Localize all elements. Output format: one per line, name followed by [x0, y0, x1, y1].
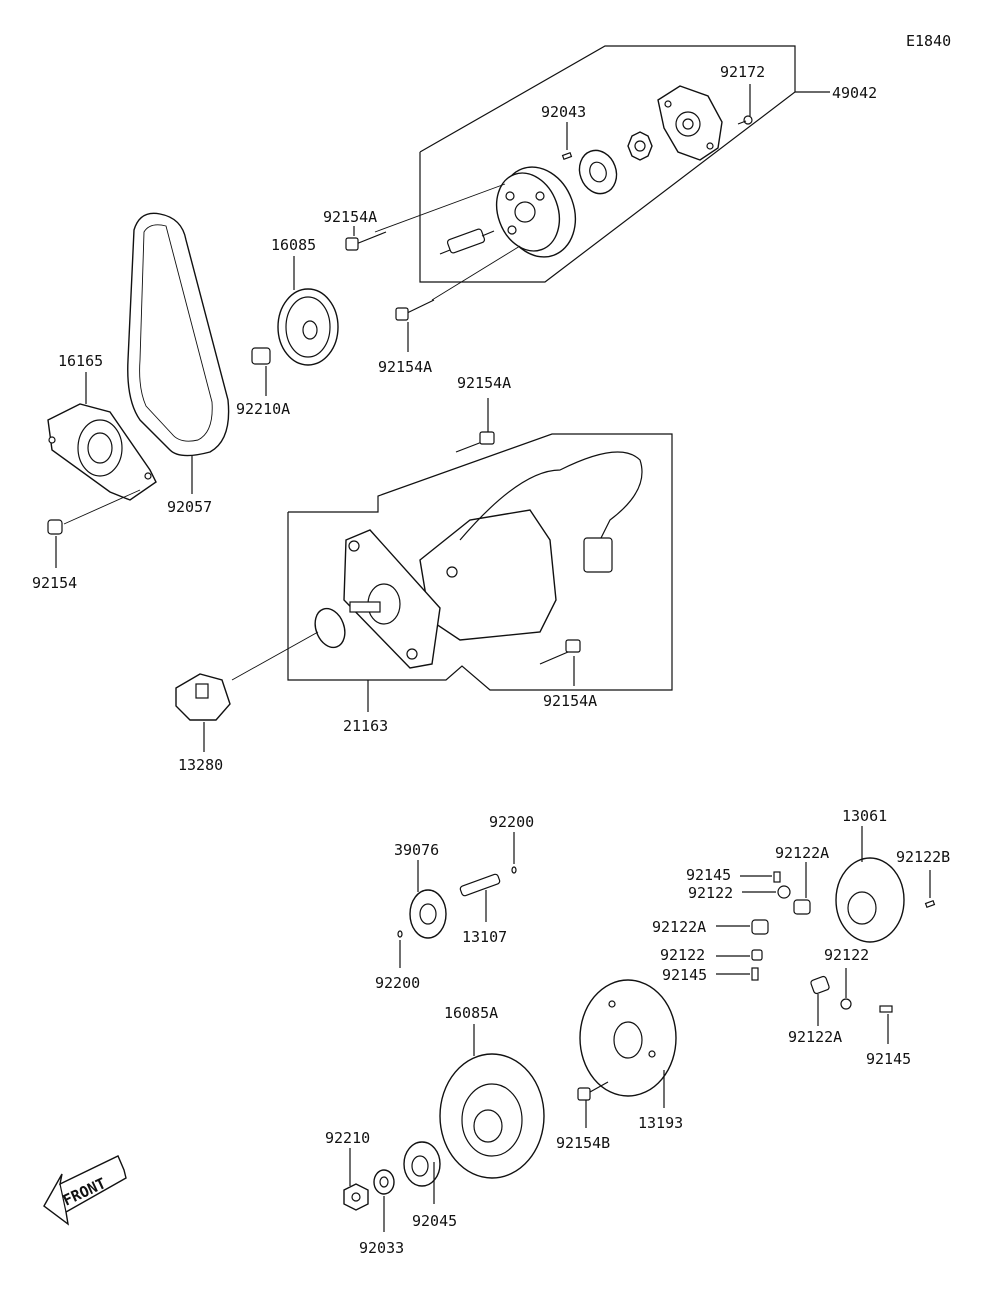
cover-plate — [657, 85, 723, 161]
label-13107: 13107 — [462, 928, 507, 946]
cap-92122-right: 92122 — [824, 946, 869, 1010]
label-13193: 13193 — [638, 1114, 683, 1132]
spring-92145-lower: 92145 — [866, 1005, 911, 1068]
label-92122-3: 92122 — [824, 946, 869, 964]
shaft-13107: 13107 — [459, 873, 507, 946]
roller-cage — [578, 149, 618, 195]
chain-92057: 92057 — [127, 212, 230, 516]
label-13061: 13061 — [842, 807, 887, 825]
label-92122-2: 92122 — [660, 946, 705, 964]
guide-plate-16165: 16165 — [47, 352, 157, 501]
diagram-code: E1840 — [906, 32, 951, 50]
label-39076: 39076 — [394, 841, 439, 859]
label-92122A-3: 92122A — [788, 1028, 842, 1046]
label-92154A-4: 92154A — [543, 692, 597, 710]
starter-clutch-group: 49042 92172 92043 — [374, 45, 877, 301]
bolt-92154B: 92154B — [556, 1081, 610, 1152]
starter-motor — [343, 451, 643, 669]
washer-92200-lower: 92200 — [375, 930, 420, 992]
label-16165: 16165 — [58, 352, 103, 370]
bolt-92154A-upper: 92154A — [323, 208, 387, 251]
clutch-housing — [495, 166, 577, 258]
label-92045: 92045 — [412, 1212, 457, 1230]
label-92210: 92210 — [325, 1129, 370, 1147]
roller-92122A-mid: 92122A — [652, 918, 769, 936]
label-49042: 49042 — [832, 84, 877, 102]
label-92122-1: 92122 — [688, 884, 733, 902]
label-16085: 16085 — [271, 236, 316, 254]
gear-16085A: 16085A — [439, 1004, 545, 1179]
idle-gear-39076: 39076 — [394, 841, 447, 939]
bolt-92154A-motor-upper: 92154A — [455, 374, 511, 453]
roller-92122A-upper: 92122A — [775, 844, 829, 915]
label-92145-3: 92145 — [866, 1050, 911, 1068]
front-arrow: FRONT — [43, 1155, 127, 1226]
label-92145-1: 92145 — [686, 866, 731, 884]
label-21163: 21163 — [343, 717, 388, 735]
spring-92145-mid: 92145 — [662, 966, 759, 984]
cap-92122-mid: 92122 — [660, 946, 763, 964]
label-92154A-3: 92154A — [457, 374, 511, 392]
label-92154: 92154 — [32, 574, 77, 592]
label-13280: 13280 — [178, 756, 223, 774]
label-92154B: 92154B — [556, 1134, 610, 1152]
clutch-pin-assy — [439, 228, 495, 255]
pin-92043 — [561, 151, 573, 161]
label-92122A-2: 92122A — [652, 918, 706, 936]
label-92154A-1: 92154A — [323, 208, 377, 226]
rotor-13061: 13061 — [835, 807, 905, 943]
label-92057: 92057 — [167, 498, 212, 516]
screw-92172 — [737, 84, 753, 125]
label-92043: 92043 — [541, 103, 586, 121]
gear-hub — [627, 131, 653, 161]
tensioner-92210A: 92210A — [236, 347, 290, 418]
washer-92200-upper: 92200 — [489, 813, 534, 874]
label-92200-1: 92200 — [489, 813, 534, 831]
bolt-92154A-motor-lower: 92154A — [539, 639, 597, 710]
bearing-92045: 92045 — [403, 1141, 457, 1230]
clutch-disc-13193: 13193 — [579, 979, 683, 1132]
o-ring — [314, 607, 346, 649]
washer-92033: 92033 — [359, 1169, 404, 1257]
label-92154A-2: 92154A — [378, 358, 432, 376]
pin-92122B: 92122B — [896, 848, 950, 909]
sprocket-16085: 16085 — [271, 236, 339, 366]
cap-92122-upper: 92122 — [688, 884, 791, 902]
label-92033: 92033 — [359, 1239, 404, 1257]
bolt-92154A-lower: 92154A — [378, 299, 435, 376]
label-92122B: 92122B — [896, 848, 950, 866]
roller-92122A-lower: 92122A — [788, 975, 842, 1046]
label-92200-2: 92200 — [375, 974, 420, 992]
label-92122A-1: 92122A — [775, 844, 829, 862]
starter-motor-group: 21163 — [231, 433, 673, 735]
label-16085A: 16085A — [444, 1004, 498, 1022]
bolt-92154: 92154 — [32, 489, 141, 592]
spring-92145-upper: 92145 — [686, 866, 781, 884]
coupling-13280: 13280 — [175, 673, 231, 774]
label-92210A: 92210A — [236, 400, 290, 418]
label-92172: 92172 — [720, 63, 765, 81]
nut-92210: 92210 — [325, 1129, 370, 1211]
label-92145-2: 92145 — [662, 966, 707, 984]
